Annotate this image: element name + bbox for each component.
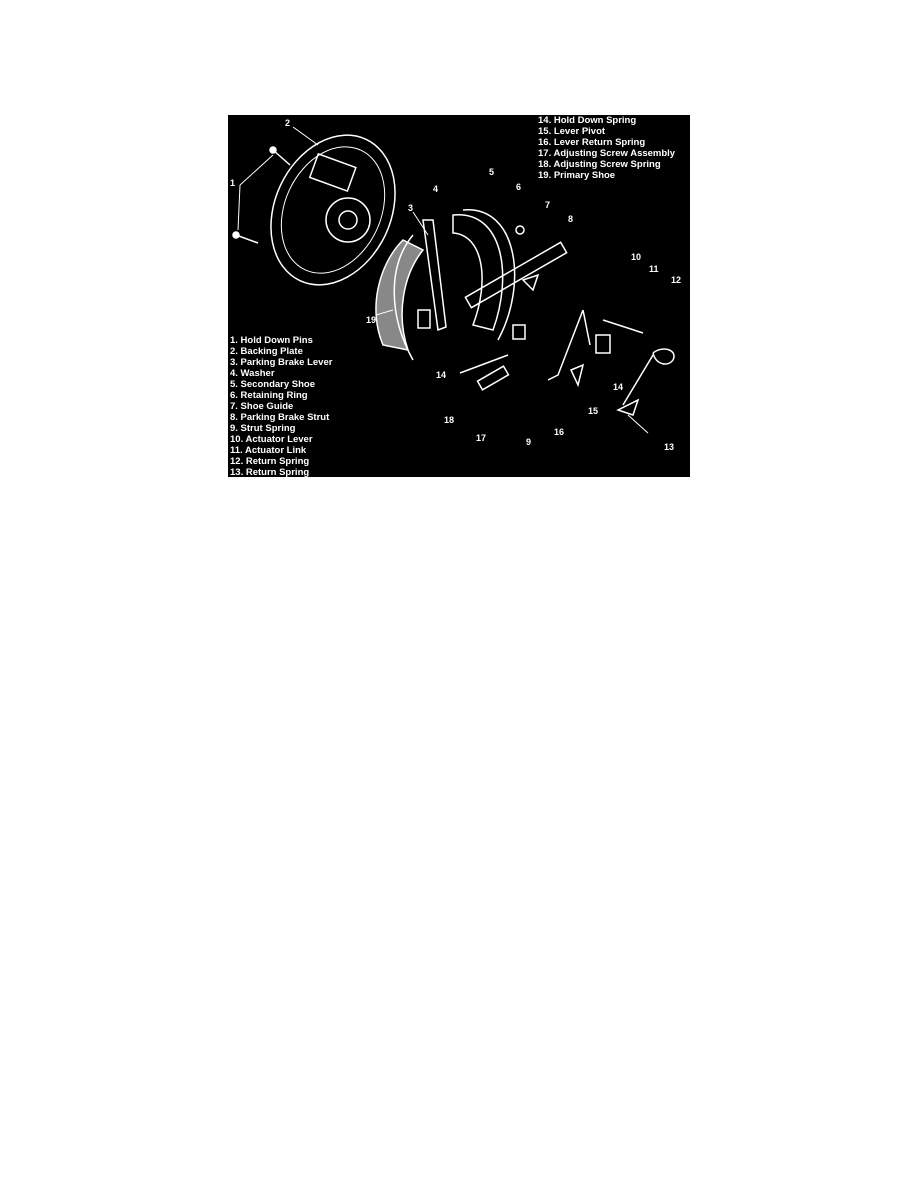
legend-item: 9. Strut Spring bbox=[230, 423, 296, 434]
primary-shoe bbox=[375, 239, 425, 351]
callout-number: 11 bbox=[649, 264, 659, 274]
callout-number: 13 bbox=[664, 442, 674, 452]
return-spring bbox=[652, 348, 675, 365]
parking-brake-lever bbox=[422, 219, 447, 332]
legend-item: 1. Hold Down Pins bbox=[230, 335, 313, 346]
legend-item: 2. Backing Plate bbox=[230, 346, 303, 357]
legend-item: 3. Parking Brake Lever bbox=[230, 357, 333, 368]
callout-number: 2 bbox=[285, 118, 290, 128]
callout-number: 14 bbox=[436, 370, 446, 380]
secondary-shoe bbox=[452, 214, 504, 331]
callout-number: 3 bbox=[408, 203, 413, 213]
hold-down-pin bbox=[272, 149, 291, 166]
legend-item: 14. Hold Down Spring bbox=[538, 115, 637, 126]
lever-return-spring bbox=[569, 363, 585, 388]
callout-number: 15 bbox=[588, 406, 598, 416]
legend-item: 7. Shoe Guide bbox=[230, 401, 294, 412]
actuator-link bbox=[602, 319, 644, 334]
strut-spring bbox=[512, 324, 526, 340]
backing-plate bbox=[270, 134, 396, 286]
legend-item: 17. Adjusting Screw Assembly bbox=[538, 148, 676, 159]
callout-number: 4 bbox=[433, 184, 438, 194]
callout-number: 6 bbox=[516, 182, 521, 192]
callout-number: 10 bbox=[631, 252, 641, 262]
hold-down-spring bbox=[417, 309, 431, 329]
actuator-lever bbox=[547, 309, 591, 381]
return-spring bbox=[616, 398, 640, 416]
legend-item: 4. Washer bbox=[230, 368, 275, 379]
parts-legend-right: 14. Hold Down Spring 15. Lever Pivot 16.… bbox=[538, 115, 675, 181]
parking-brake-strut bbox=[464, 241, 568, 309]
legend-item: 13. Return Spring bbox=[230, 467, 310, 477]
legend-item: 18. Adjusting Screw Spring bbox=[538, 159, 661, 170]
legend-item: 10. Actuator Lever bbox=[230, 434, 313, 445]
callout-number: 14 bbox=[613, 382, 623, 392]
callout-number: 8 bbox=[568, 214, 573, 224]
adjusting-screw-assembly bbox=[476, 365, 510, 391]
hold-down-spring bbox=[595, 334, 611, 354]
adjusting-screw-spring bbox=[459, 354, 509, 374]
legend-item: 12. Return Spring bbox=[230, 456, 310, 467]
legend-item: 19. Primary Shoe bbox=[538, 170, 616, 181]
callout-number: 16 bbox=[554, 427, 564, 437]
retaining-ring bbox=[515, 225, 525, 235]
callout-number: 9 bbox=[526, 437, 531, 447]
legend-item: 6. Retaining Ring bbox=[230, 390, 308, 401]
legend-item: 5. Secondary Shoe bbox=[230, 379, 316, 390]
callout-number: 19 bbox=[366, 315, 376, 325]
callout-number: 1 bbox=[230, 178, 235, 188]
shoe-guide bbox=[521, 273, 540, 292]
callout-number: 18 bbox=[444, 415, 454, 425]
callout-number: 7 bbox=[545, 200, 550, 210]
callout-number: 12 bbox=[671, 275, 681, 285]
callout-number: 5 bbox=[489, 167, 494, 177]
legend-item: 15. Lever Pivot bbox=[538, 126, 606, 137]
legend-item: 16. Lever Return Spring bbox=[538, 137, 646, 148]
hold-down-pin bbox=[235, 234, 259, 244]
callout-number: 17 bbox=[476, 433, 486, 443]
parts-legend-left: 1. Hold Down Pins 2. Backing Plate 3. Pa… bbox=[230, 335, 332, 477]
legend-item: 8. Parking Brake Strut bbox=[230, 412, 330, 423]
legend-item: 11. Actuator Link bbox=[230, 445, 307, 456]
